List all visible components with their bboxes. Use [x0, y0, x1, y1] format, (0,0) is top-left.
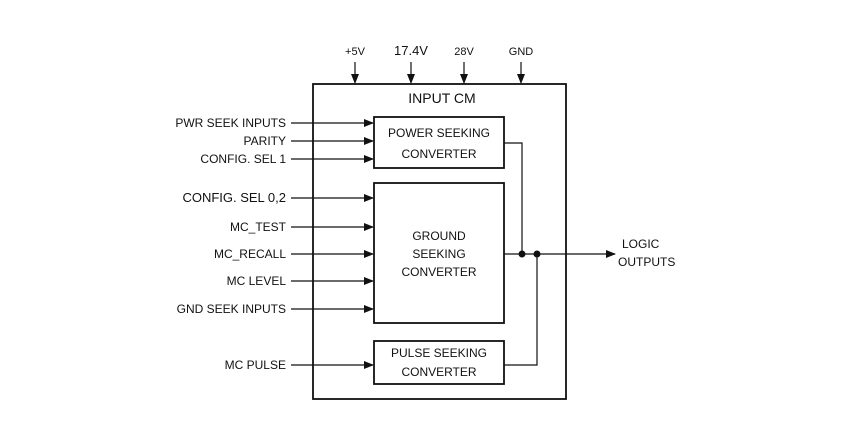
output-label-1: LOGIC [622, 237, 660, 251]
supply-label-28v: 28V [454, 46, 474, 58]
junction-dot-1 [518, 250, 526, 258]
pulse-seeking-label-2: CONVERTER [401, 365, 476, 379]
junction-dot-2 [533, 250, 541, 258]
power-seeking-label-1: POWER SEEKING [388, 126, 490, 140]
ground-seeking-label-3: CONVERTER [401, 265, 476, 279]
supply-label-5v: +5V [345, 46, 366, 58]
ground-seeking-label-2: SEEKING [412, 247, 465, 261]
supply-label-17v: 17.4V [394, 43, 428, 58]
input-label-mc-pulse: MC PULSE [225, 358, 286, 372]
input-label-config-sel-02: CONFIG. SEL 0,2 [182, 190, 286, 205]
output-label-2: OUTPUTS [618, 255, 675, 269]
input-label-mc-recall: MC_RECALL [214, 247, 286, 261]
power-seeking-label-2: CONVERTER [401, 147, 476, 161]
wire-pulse-seeking-output [504, 254, 538, 366]
input-label-parity: PARITY [244, 134, 286, 148]
input-label-gnd-seek: GND SEEK INPUTS [177, 302, 286, 316]
input-label-config-sel-1: CONFIG. SEL 1 [200, 152, 286, 166]
input-label-pwr-seek: PWR SEEK INPUTS [175, 116, 286, 130]
wire-power-seeking-output [504, 142, 523, 254]
module-title: INPUT CM [408, 90, 475, 106]
ground-seeking-converter-box [373, 182, 505, 324]
pulse-seeking-label-1: PULSE SEEKING [391, 346, 487, 360]
pulse-seeking-converter-box [373, 340, 505, 385]
input-label-mc-test: MC_TEST [230, 220, 287, 234]
power-seeking-converter-box [373, 116, 505, 169]
supply-label-gnd: GND [509, 46, 534, 58]
ground-seeking-label-1: GROUND [412, 229, 466, 243]
input-label-mc-level: MC LEVEL [227, 274, 287, 288]
